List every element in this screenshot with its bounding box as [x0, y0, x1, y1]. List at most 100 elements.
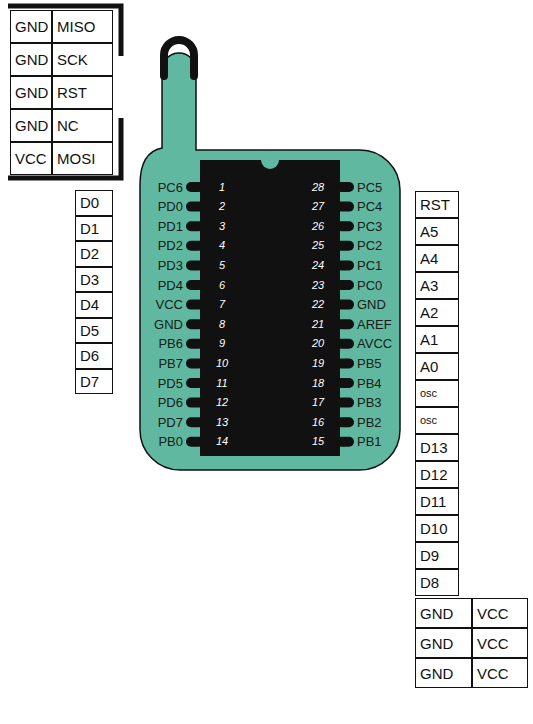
pin-name: GND: [126, 315, 183, 333]
pin-number: 24: [304, 257, 332, 273]
pin-number: 10: [208, 355, 236, 371]
pin-number: 21: [304, 316, 332, 332]
pin-number: 2: [208, 199, 236, 215]
pin-stub: [336, 221, 354, 231]
pin-number: 11: [208, 375, 236, 391]
pin-stub: [336, 339, 354, 349]
arduino-pin-label: D12: [415, 461, 459, 488]
isp-header-cell: GND: [10, 10, 52, 43]
pin-stub: [186, 339, 204, 349]
isp-header-cell: RST: [52, 76, 113, 109]
power-cell: GND: [415, 658, 472, 688]
isp-bracket: [8, 6, 121, 178]
pin-name: PD6: [126, 394, 183, 412]
arduino-pin-label: D13: [415, 434, 459, 461]
pin-stub: [186, 417, 204, 427]
pin-name: PD3: [126, 256, 183, 274]
arduino-pin-label: D8: [415, 569, 459, 596]
arduino-pin-label: A2: [415, 299, 459, 326]
pin-stubs: [186, 182, 354, 447]
pin-name: GND: [357, 296, 409, 314]
pin-stub: [186, 319, 204, 329]
pin-stub: [336, 417, 354, 427]
pin-number: 28: [304, 179, 332, 195]
digital-pin-label: D0: [75, 190, 113, 216]
power-cell: GND: [415, 628, 472, 658]
digital-pin-label: D5: [75, 318, 113, 344]
pin-stub: [186, 358, 204, 368]
isp-header-cell: MOSI: [52, 142, 113, 175]
pin-name: PD4: [126, 276, 183, 294]
pin-name: PC3: [357, 217, 409, 235]
pin-name: PD7: [126, 413, 183, 431]
pin-number: 1: [208, 179, 236, 195]
arduino-pin-label: A4: [415, 245, 459, 272]
pin-stub: [186, 241, 204, 251]
pin-number: 19: [304, 355, 332, 371]
pin-stub: [186, 260, 204, 270]
pin-number: 26: [304, 218, 332, 234]
pin-name: PB4: [357, 374, 409, 392]
pin-name: PD5: [126, 374, 183, 392]
arduino-pin-label: D9: [415, 542, 459, 569]
pin-number: 27: [304, 199, 332, 215]
pin-number: 12: [208, 395, 236, 411]
pin-number: 17: [304, 395, 332, 411]
power-cell: GND: [415, 598, 472, 628]
pin-name: PB0: [126, 433, 183, 451]
pin-number: 9: [208, 336, 236, 352]
arduino-pin-label: D11: [415, 488, 459, 515]
pin-name: PC4: [357, 198, 409, 216]
pin-number: 4: [208, 238, 236, 254]
pin-number: 16: [304, 414, 332, 430]
pin-name: PD0: [126, 198, 183, 216]
pin-number: 6: [208, 277, 236, 293]
arduino-pin-label: RST: [415, 191, 459, 218]
pin-stub: [336, 319, 354, 329]
pin-stub: [186, 182, 204, 192]
pin-name: PB7: [126, 354, 183, 372]
pin-name: PB2: [357, 413, 409, 431]
digital-pin-label: D2: [75, 241, 113, 267]
pin-stub: [336, 280, 354, 290]
pin-stub: [186, 398, 204, 408]
pin-name: PB3: [357, 394, 409, 412]
pin-number: 13: [208, 414, 236, 430]
isp-header-cell: GND: [10, 76, 52, 109]
pin-stub: [336, 358, 354, 368]
pin-name: PB6: [126, 335, 183, 353]
power-cell: VCC: [472, 598, 528, 628]
pin-name: PC2: [357, 237, 409, 255]
digital-pin-label: D3: [75, 267, 113, 293]
pin-stub: [186, 202, 204, 212]
pin-name: AVCC: [357, 335, 409, 353]
pin-stub: [336, 241, 354, 251]
pin-stub: [186, 280, 204, 290]
pin-stub: [186, 437, 204, 447]
pin-name: PC0: [357, 276, 409, 294]
pin-number: 25: [304, 238, 332, 254]
pin-stub: [336, 378, 354, 388]
isp-header-cell: NC: [52, 109, 113, 142]
pin-number: 18: [304, 375, 332, 391]
pin-number: 14: [208, 434, 236, 450]
pin-name: PD2: [126, 237, 183, 255]
pin-stub: [336, 300, 354, 310]
pin-stub: [336, 260, 354, 270]
arduino-pin-label: A0: [415, 353, 459, 380]
pin-name: PB1: [357, 433, 409, 451]
pin-number: 22: [304, 297, 332, 313]
digital-pin-label: D7: [75, 369, 113, 395]
pin-stub: [186, 378, 204, 388]
pin-number: 23: [304, 277, 332, 293]
power-cell: VCC: [472, 658, 528, 688]
pin-name: PC1: [357, 256, 409, 274]
pin-name: PC6: [126, 178, 183, 196]
power-cell: VCC: [472, 628, 528, 658]
pin-stub: [336, 398, 354, 408]
arduino-pin-label: osc: [415, 407, 459, 434]
chip-notch: [261, 151, 279, 169]
digital-pin-label: D6: [75, 343, 113, 369]
pin-stub: [186, 221, 204, 231]
isp-cable-end: [164, 40, 194, 76]
